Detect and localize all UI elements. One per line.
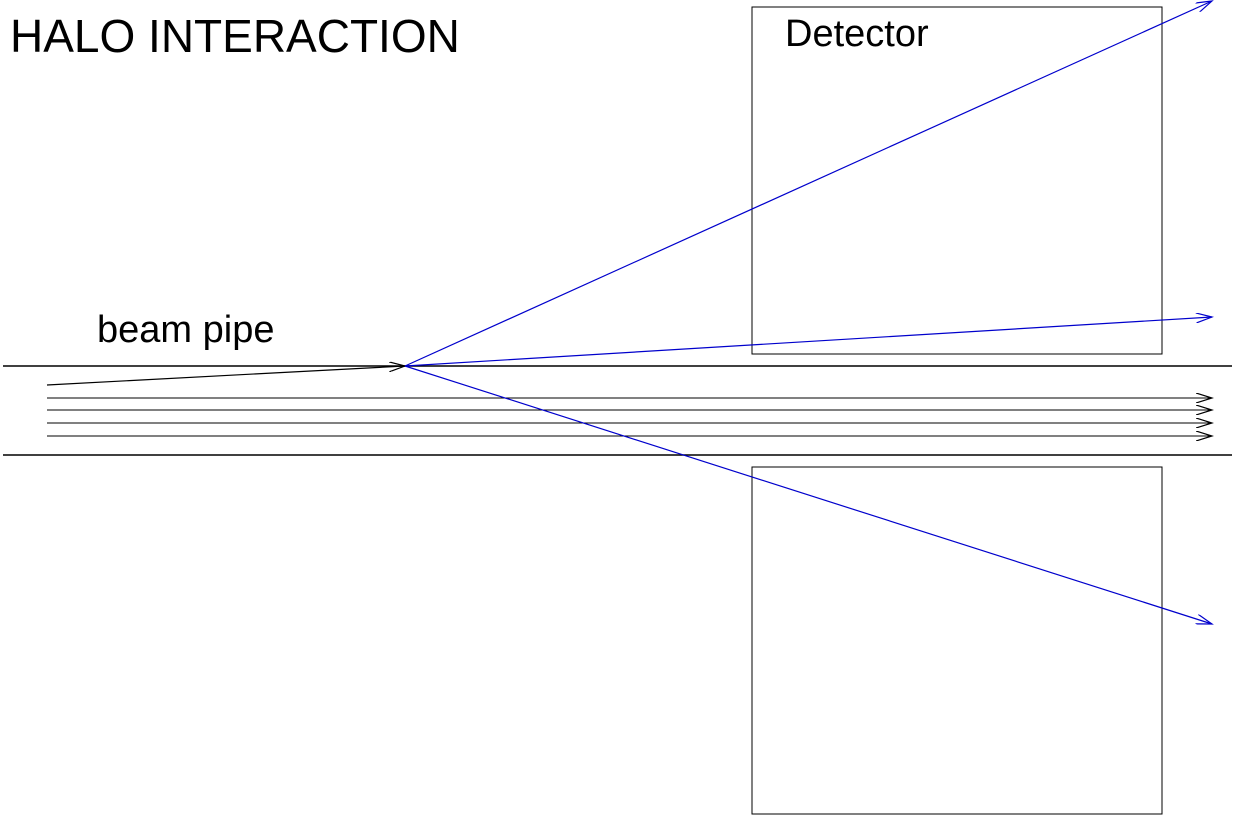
halo-particle-incoming [46, 366, 405, 386]
scattered-track-upper [404, 1, 1212, 367]
diagram-title: HALO INTERACTION [10, 10, 460, 62]
detector-label: Detector [785, 13, 929, 55]
detector-block-lower [751, 466, 1163, 815]
scattered-tracks [404, 1, 1212, 624]
beam-pipe-label: beam pipe [97, 309, 274, 351]
detector-block-upper [751, 6, 1163, 355]
beam-lines [47, 398, 1212, 436]
scattered-track-lower [404, 365, 1212, 624]
scattered-track-middle [404, 317, 1212, 367]
